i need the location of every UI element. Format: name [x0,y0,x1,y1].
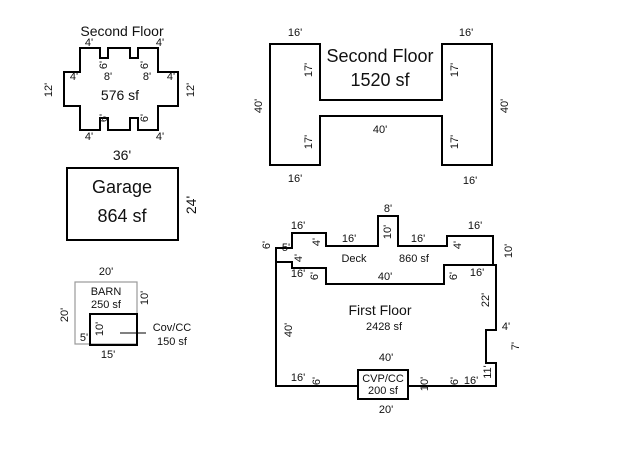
big-second-floor-title: Second Floor [326,46,433,66]
dim-label: 16' [291,220,305,232]
dim-label: 40' [499,99,511,113]
small-second-floor-title: Second Floor [80,23,164,39]
small-second-floor-outline [63,47,179,131]
dim-label: 8' [104,71,112,83]
small-second-floor: Second Floor 576 sf 4' 4' 4' 4' 4' 4' 8'… [43,23,197,143]
dim-label: 6' [449,377,461,385]
cvp-label: CVP/CC [362,373,404,385]
dim-label: 10' [503,244,515,258]
cov-height: 10' [94,322,106,336]
dim-label: 10' [382,225,394,239]
garage-height: 24' [183,196,199,214]
dim-label: 4' [156,37,164,49]
dim-label: 16' [459,27,473,39]
cov-label: Cov/CC [153,322,192,334]
dim-label: 6' [139,114,151,122]
dim-label: 8' [384,203,392,215]
dim-label: 4' [293,254,305,262]
cov-width: 15' [101,349,115,361]
dim-label: 17' [303,63,315,77]
first-floor: First Floor 2428 sf Deck 860 sf CVP/CC 2… [261,203,522,416]
small-second-floor-area: 576 sf [101,87,139,103]
dim-label: 16' [291,372,305,384]
garage-title: Garage [92,177,152,197]
dim-label: 16' [291,268,305,280]
dim-label: 6' [309,272,321,280]
dim-label: 6' [261,241,273,249]
dim-label: 4' [502,321,510,333]
big-second-floor: Second Floor 1520 sf 16' 16' 16' 16' 40'… [253,27,511,187]
dim-label: 12' [185,83,197,97]
deck-area: 860 sf [399,253,430,265]
dim-label: 40' [378,271,392,283]
dim-label: 40' [253,99,265,113]
dim-label: 5' [282,242,290,254]
cov-area: 150 sf [157,336,188,348]
big-second-floor-outline [269,43,493,166]
dim-label: 6' [98,61,110,69]
dim-label: 11' [482,365,494,379]
deck-label: Deck [341,253,367,265]
dim-label: 8' [143,71,151,83]
dim-label: 40' [283,323,295,337]
barn-width: 20' [99,266,113,278]
dim-label: 16' [464,375,478,387]
dim-label: 17' [449,135,461,149]
dim-label: 4' [156,131,164,143]
dim-label: 22' [480,293,492,307]
barn-height-left: 20' [59,308,71,322]
dim-label: 16' [468,220,482,232]
dim-label: 4' [167,71,175,83]
barn-title: BARN [91,286,122,298]
garage-outline [66,167,179,241]
cvp-area: 200 sf [368,385,399,397]
cov-left: 5' [80,332,88,344]
dim-label: 16' [411,233,425,245]
dim-label: 16' [463,175,477,187]
first-floor-title: First Floor [349,302,412,318]
dim-label: 16' [342,233,356,245]
dim-label: 20' [379,404,393,416]
dim-label: 4' [85,131,93,143]
dim-label: 12' [43,83,55,97]
dim-label: 40' [379,352,393,364]
dim-label: 17' [449,63,461,77]
dim-label: 16' [288,173,302,185]
dim-label: 16' [288,27,302,39]
dim-label: 6' [98,114,110,122]
cov-outline [89,313,138,346]
dim-label: 6' [311,377,323,385]
dim-label: 7' [510,342,522,350]
dim-label: 6' [448,272,460,280]
first-floor-area: 2428 sf [366,321,403,333]
garage: Garage 864 sf 36' 24' [66,147,199,241]
dim-label: 4' [70,71,78,83]
barn-height-right: 10' [139,291,151,305]
cvp-outline [357,369,409,400]
garage-area: 864 sf [97,206,147,226]
dim-label: 6' [139,61,151,69]
dim-label: 4' [85,37,93,49]
dim-label: 4' [452,241,464,249]
barn: 20' BARN 250 sf 20' 10' 10' 5' 15' Cov/C… [59,266,191,361]
big-second-floor-area: 1520 sf [350,70,410,90]
barn-area: 250 sf [91,299,122,311]
dim-label: 40' [373,124,387,136]
dim-label: 16' [470,267,484,279]
dim-label: 4' [311,238,323,246]
dim-label: 10' [419,377,431,391]
garage-width: 36' [113,147,131,163]
dim-label: 17' [303,135,315,149]
